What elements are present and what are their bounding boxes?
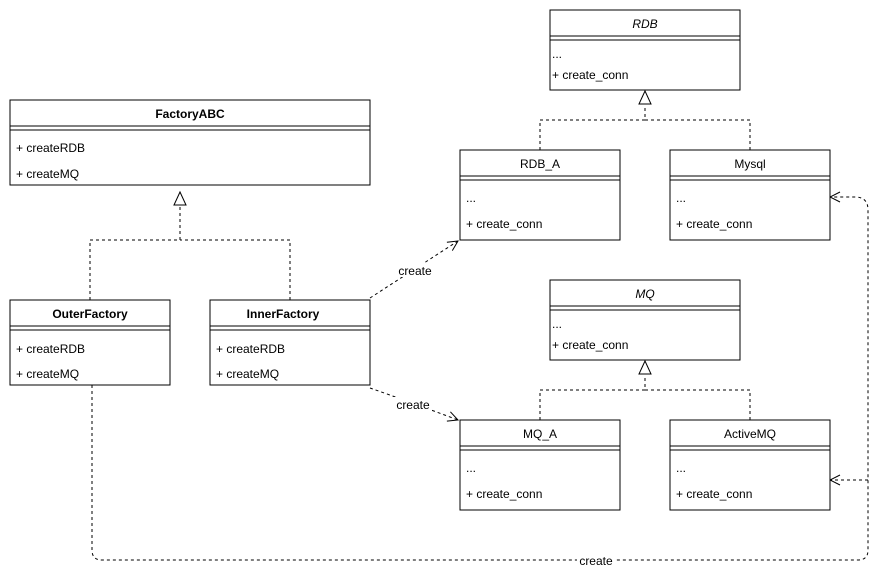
class-outerfactory[interactable]: OuterFactory + createRDB + createMQ: [9, 299, 171, 386]
class-rdb-a[interactable]: RDB_A ... + create_conn: [459, 149, 621, 241]
class-member: ...: [466, 461, 476, 475]
class-name: RDB_A: [520, 157, 560, 171]
class-member: ...: [552, 47, 562, 61]
class-member: + createMQ: [16, 167, 79, 181]
rdb-a-to-rdb-line: [539, 105, 646, 150]
class-member: + createRDB: [16, 342, 85, 356]
class-member: + create_conn: [466, 487, 542, 501]
class-member: + create_conn: [676, 487, 752, 501]
class-name: FactoryABC: [155, 107, 225, 121]
class-member: ...: [676, 191, 686, 205]
class-activemq[interactable]: ActiveMQ ... + create_conn: [669, 419, 831, 511]
realization-triangles: [173, 89, 652, 375]
create-label-outer: create: [579, 554, 613, 568]
class-name: RDB: [632, 17, 657, 31]
class-mysql[interactable]: Mysql ... + create_conn: [669, 149, 831, 241]
mysql-to-rdb-line: [645, 119, 751, 150]
realization-lines: [89, 105, 751, 420]
rdb-triangle-icon: [638, 89, 652, 105]
class-member: + create_conn: [552, 68, 628, 82]
class-member: + create_conn: [466, 217, 542, 231]
mq-a-to-mq-line: [539, 375, 646, 420]
class-member: + createRDB: [216, 342, 285, 356]
class-member: ...: [552, 317, 562, 331]
class-member: ...: [466, 191, 476, 205]
class-member: + createMQ: [16, 367, 79, 381]
class-member: ...: [676, 461, 686, 475]
class-innerfactory[interactable]: InnerFactory + createRDB + createMQ: [209, 299, 371, 386]
create-label-mq-a: create: [396, 398, 430, 412]
class-name: ActiveMQ: [724, 427, 776, 441]
class-member: + createMQ: [216, 367, 279, 381]
factoryabc-triangle-icon: [173, 190, 187, 206]
class-member: + create_conn: [552, 338, 628, 352]
class-name: OuterFactory: [52, 307, 128, 321]
class-rdb[interactable]: RDB ... + create_conn: [549, 9, 741, 91]
inner-to-factoryabc-line: [180, 239, 291, 300]
create-label-rdb-a: create: [398, 264, 432, 278]
class-name: MQ: [635, 287, 654, 301]
outer-to-factoryabc-line: [89, 205, 181, 300]
outer-to-mysql-activemq-line: [91, 197, 869, 561]
class-name: Mysql: [734, 157, 765, 171]
class-mq-a[interactable]: MQ_A ... + create_conn: [459, 419, 621, 511]
mq-triangle-icon: [638, 359, 652, 375]
activemq-to-mq-line: [645, 389, 751, 420]
class-factoryabc[interactable]: FactoryABC + createRDB + createMQ: [9, 99, 371, 186]
class-mq[interactable]: MQ ... + create_conn: [549, 279, 741, 361]
class-member: + createRDB: [16, 141, 85, 155]
class-member: + create_conn: [676, 217, 752, 231]
class-name: MQ_A: [523, 427, 557, 441]
class-name: InnerFactory: [247, 307, 320, 321]
